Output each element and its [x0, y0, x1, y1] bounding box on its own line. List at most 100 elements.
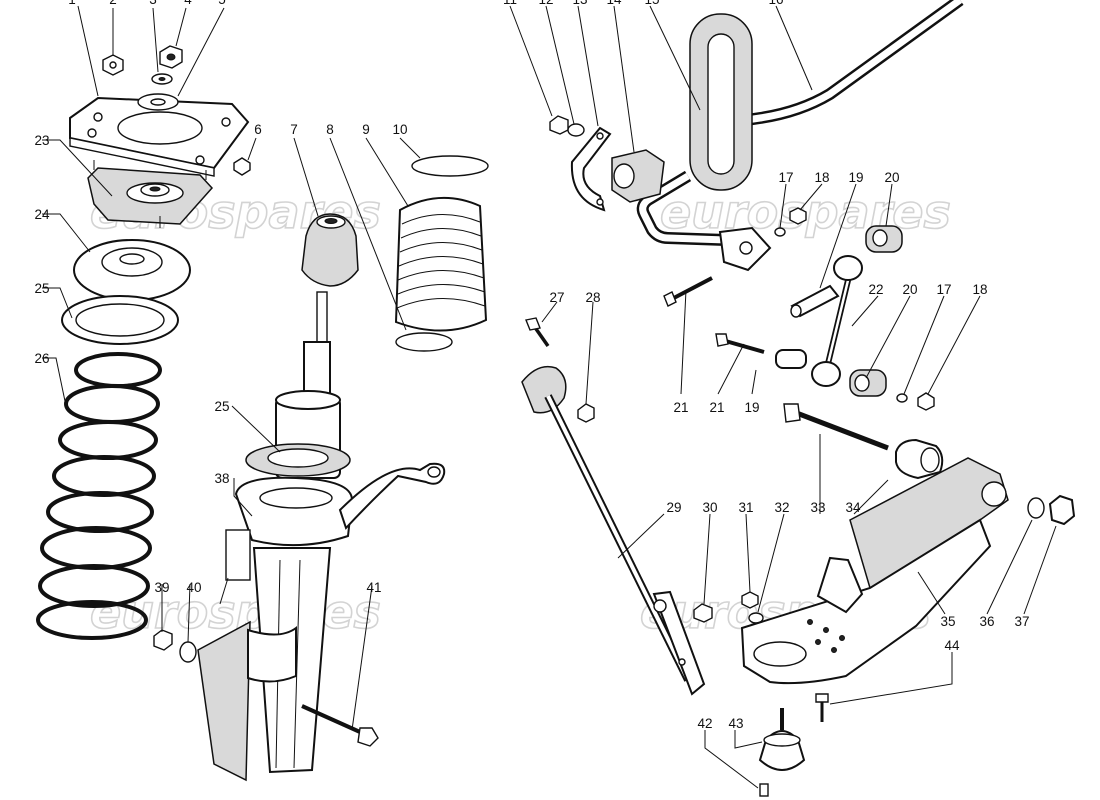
callout-13: 13 [572, 0, 587, 7]
part-8-clip-ring [395, 332, 453, 352]
part-29-tension-rod [521, 365, 706, 696]
part-43-ball-joint [758, 708, 806, 771]
callout-9: 9 [362, 122, 370, 137]
callout-8: 8 [326, 122, 334, 137]
part-18-nut [789, 207, 807, 225]
callout-32: 32 [774, 500, 789, 515]
part-17-washer [774, 227, 786, 237]
callout-20: 20 [884, 170, 899, 185]
callout-3: 3 [149, 0, 157, 7]
callout-14: 14 [606, 0, 622, 7]
part-23-strut-mount [87, 160, 214, 228]
callout-labels: 1 2 3 4 5 6 7 8 9 10 23 24 25 26 25 38 3… [34, 0, 1029, 731]
callout-42: 42 [697, 716, 712, 731]
leader-lines [42, 5, 1057, 789]
callout-24: 24 [34, 207, 50, 222]
callout-1: 1 [68, 0, 76, 7]
callout-43: 43 [728, 716, 743, 731]
callout-17-lower: 17 [936, 282, 951, 297]
callout-19: 19 [848, 170, 863, 185]
callout-15: 15 [644, 0, 659, 7]
part-21-bolt-lower [715, 333, 765, 354]
part-28-nut [577, 403, 595, 423]
part-12-washer [567, 123, 585, 137]
part-18-nut-lower [917, 392, 935, 411]
part-7-bump-stop [301, 213, 359, 287]
part-34-pivot-bush [895, 438, 944, 480]
part-11-nut [549, 115, 569, 135]
part-9-dust-boot [394, 197, 488, 332]
callout-22: 22 [868, 282, 883, 297]
part-27-bolt [525, 317, 550, 348]
callout-37: 37 [1014, 614, 1029, 629]
callout-6: 6 [254, 122, 262, 137]
part-35-lower-control-arm [740, 457, 1009, 685]
part-41-bolt [301, 704, 379, 747]
callout-26: 26 [34, 351, 49, 366]
part-40-washer [179, 641, 197, 663]
part-1-top-plate [69, 96, 250, 177]
part-16-anti-roll-bar [636, 0, 964, 272]
strut-shock-absorber [197, 291, 446, 782]
part-21-bolt-upper [663, 276, 713, 307]
callout-31: 31 [738, 500, 753, 515]
callout-17: 17 [778, 170, 793, 185]
part-17-washer-lower [896, 393, 908, 403]
callout-21: 21 [673, 400, 688, 415]
callout-4: 4 [184, 0, 192, 7]
callout-12: 12 [538, 0, 553, 7]
callout-21-lower: 21 [709, 400, 724, 415]
callout-35: 35 [940, 614, 955, 629]
part-36-washer [1027, 497, 1045, 519]
part-44-bolt [815, 693, 829, 722]
part-25-rubber-ring [61, 295, 179, 345]
part-37-nut [1048, 494, 1076, 526]
callout-41: 41 [366, 580, 381, 595]
part-15-bar-bushing [689, 13, 753, 191]
callout-20-lower: 20 [902, 282, 917, 297]
callout-39: 39 [154, 580, 169, 595]
callout-29: 29 [666, 500, 681, 515]
part-30-nut [693, 603, 713, 623]
callout-18-lower: 18 [972, 282, 987, 297]
part-2-nut [102, 54, 124, 76]
callout-28: 28 [585, 290, 600, 305]
part-19-spacer-lower [775, 349, 807, 369]
callout-18: 18 [814, 170, 829, 185]
callout-36: 36 [979, 614, 994, 629]
part-6-nut [233, 157, 251, 176]
callout-5: 5 [218, 0, 226, 7]
part-24-spring-seat [73, 239, 191, 301]
callout-34: 34 [845, 500, 861, 515]
callout-40: 40 [186, 580, 201, 595]
callout-25-strut: 25 [214, 399, 229, 414]
callout-27: 27 [549, 290, 564, 305]
callout-19-lower: 19 [744, 400, 759, 415]
callout-16: 16 [768, 0, 783, 7]
part-4-nut [159, 45, 183, 69]
part-13-clamp [570, 126, 612, 212]
callout-11: 11 [503, 0, 517, 7]
part-26-coil-spring [36, 352, 162, 640]
part-33-pivot-bolt [783, 403, 889, 451]
part-5-washer-hole [150, 98, 166, 106]
part-42-grease-nipple [759, 783, 769, 797]
part-22-drop-link [811, 255, 863, 387]
callout-33: 33 [810, 500, 825, 515]
callout-44: 44 [944, 638, 960, 653]
callout-25: 25 [34, 281, 49, 296]
callout-38: 38 [214, 471, 229, 486]
part-10-clip-ring [411, 155, 489, 177]
part-19-spacer [790, 284, 840, 318]
part-31-nut [741, 591, 759, 609]
part-20-bushing-lower [849, 369, 887, 397]
callout-23: 23 [34, 133, 49, 148]
part-20-bushing [865, 225, 903, 253]
part-3-washer-hole [158, 77, 166, 81]
callout-10: 10 [392, 122, 407, 137]
callout-7: 7 [290, 122, 298, 137]
callout-30: 30 [702, 500, 717, 515]
callout-2: 2 [109, 0, 117, 7]
part-14-rubber-bush [611, 149, 665, 203]
